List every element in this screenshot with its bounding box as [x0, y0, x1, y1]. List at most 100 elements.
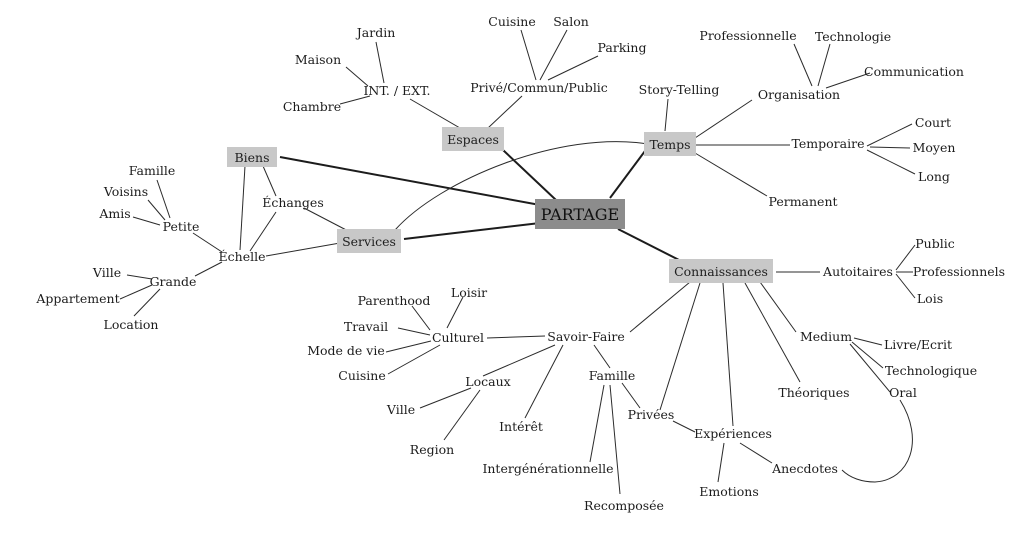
node-communication[interactable]: Communication — [864, 63, 964, 79]
node-echelle[interactable]: Échelle — [218, 248, 266, 264]
link-conn-privees — [659, 282, 701, 411]
node-salon[interactable]: Salon — [553, 13, 589, 29]
link-root-connaissances — [617, 228, 684, 263]
link-famille-privees — [621, 382, 641, 409]
node-story-telling[interactable]: Story-Telling — [638, 81, 720, 97]
link-temps-permanent — [694, 152, 768, 197]
node-amis[interactable]: Amis — [99, 205, 131, 221]
node-appartement[interactable]: Appartement — [36, 290, 120, 306]
node-ville-biens[interactable]: Ville — [92, 264, 122, 280]
link-intext-chambre — [339, 95, 371, 105]
node-location[interactable]: Location — [103, 316, 159, 332]
link-conn-experiences — [722, 282, 734, 427]
node-professionnelle[interactable]: Professionnelle — [699, 27, 797, 43]
node-autoitaires[interactable]: Autoitaires — [823, 263, 893, 279]
node-technologique[interactable]: Technologique — [884, 362, 978, 378]
node-technologie[interactable]: Technologie — [814, 28, 892, 44]
link-aut-lois — [895, 273, 916, 299]
node-espaces[interactable]: Espaces — [442, 127, 504, 151]
node-travail[interactable]: Travail — [343, 318, 389, 334]
node-permanent[interactable]: Permanent — [768, 193, 838, 209]
node-region[interactable]: Region — [409, 441, 455, 457]
node-cuisine-savoir[interactable]: Cuisine — [338, 367, 386, 383]
node-medium[interactable]: Medium — [799, 328, 853, 344]
node-public[interactable]: Public — [915, 235, 955, 251]
link-savoir-locaux — [482, 344, 556, 377]
node-lois[interactable]: Lois — [916, 290, 944, 306]
link-org-comm — [825, 72, 871, 89]
link-echanges-services — [303, 207, 353, 234]
node-grande[interactable]: Grande — [149, 273, 197, 289]
link-grande-ville — [126, 274, 153, 280]
link-culturel-travail — [397, 327, 431, 336]
link-culturel-parenthood — [411, 305, 431, 331]
node-prive-commun-public[interactable]: Privé/Commun/Public — [470, 79, 608, 95]
node-biens[interactable]: Biens — [227, 147, 277, 167]
node-anecdotes[interactable]: Anecdotes — [772, 460, 838, 476]
link-temps-story — [664, 98, 669, 132]
link-locaux-region — [443, 389, 481, 441]
node-locaux[interactable]: Locaux — [465, 373, 511, 389]
node-experiences[interactable]: Expériences — [694, 425, 772, 441]
node-oral[interactable]: Oral — [889, 384, 917, 400]
link-echelle-grande — [194, 261, 223, 277]
node-mode-de-vie[interactable]: Mode de vie — [307, 342, 385, 358]
link-prive-salon — [539, 29, 568, 81]
link-locaux-ville — [419, 387, 472, 409]
node-emotions[interactable]: Emotions — [699, 483, 759, 499]
link-echelle-petite — [192, 232, 223, 253]
link-espaces-intext — [409, 98, 461, 129]
node-theoriques[interactable]: Théoriques — [778, 384, 850, 400]
link-temps-organisation — [694, 99, 753, 139]
node-famille-biens[interactable]: Famille — [128, 162, 176, 178]
node-petite[interactable]: Petite — [162, 218, 200, 234]
node-echanges[interactable]: Échanges — [262, 194, 324, 210]
node-recomposee[interactable]: Recomposée — [584, 497, 664, 513]
node-maison[interactable]: Maison — [294, 51, 342, 67]
link-root-services — [403, 222, 541, 240]
link-grande-appartement — [119, 284, 153, 300]
node-temps[interactable]: Temps — [644, 132, 696, 156]
node-famille-savoir[interactable]: Famille — [588, 367, 636, 383]
node-loisir[interactable]: Loisir — [450, 284, 488, 300]
node-court[interactable]: Court — [914, 114, 952, 130]
node-int-ext[interactable]: INT. / EXT. — [363, 82, 431, 98]
node-livre-ecrit[interactable]: Livre/Ecrit — [883, 336, 953, 352]
node-services[interactable]: Services — [337, 229, 401, 253]
node-ville-savoir[interactable]: Ville — [386, 401, 416, 417]
node-culturel[interactable]: Culturel — [431, 329, 485, 345]
node-intergenerationnelle[interactable]: Intergénérationnelle — [482, 460, 614, 476]
node-parenthood[interactable]: Parenthood — [357, 292, 431, 308]
link-petite-famille — [156, 179, 171, 219]
node-savoir-faire[interactable]: Savoir-Faire — [547, 328, 625, 344]
link-root-biens — [279, 156, 541, 206]
node-interet[interactable]: Intérêt — [499, 418, 543, 434]
node-moyen[interactable]: Moyen — [912, 139, 956, 155]
link-medium-livre — [853, 337, 883, 346]
link-grande-location — [133, 288, 161, 317]
node-cuisine[interactable]: Cuisine — [488, 13, 536, 29]
link-petite-amis — [132, 216, 161, 226]
root-node-partage[interactable]: PARTAGE — [535, 199, 625, 229]
node-privees[interactable]: Privées — [627, 406, 675, 422]
node-chambre[interactable]: Chambre — [282, 98, 342, 114]
link-culturel-modedevie — [385, 340, 432, 353]
node-connaissances[interactable]: Connaissances — [669, 259, 773, 283]
node-organisation[interactable]: Organisation — [757, 86, 841, 102]
link-savoir-famille — [593, 344, 611, 369]
link-exp-emotions — [717, 442, 725, 483]
node-professionnels[interactable]: Professionnels — [912, 263, 1006, 279]
node-jardin[interactable]: Jardin — [356, 24, 396, 40]
link-privees-experiences — [672, 420, 696, 433]
link-savoir-culturel — [486, 335, 546, 339]
node-long[interactable]: Long — [918, 168, 950, 184]
node-parking[interactable]: Parking — [597, 39, 647, 55]
link-echelle-services — [265, 242, 341, 257]
link-conn-medium — [759, 281, 797, 333]
node-voisins[interactable]: Voisins — [103, 183, 149, 199]
node-temporaire[interactable]: Temporaire — [791, 135, 865, 151]
link-exp-anecdotes — [739, 442, 773, 464]
link-petite-voisins — [147, 199, 166, 221]
link-temp-court — [866, 123, 913, 147]
